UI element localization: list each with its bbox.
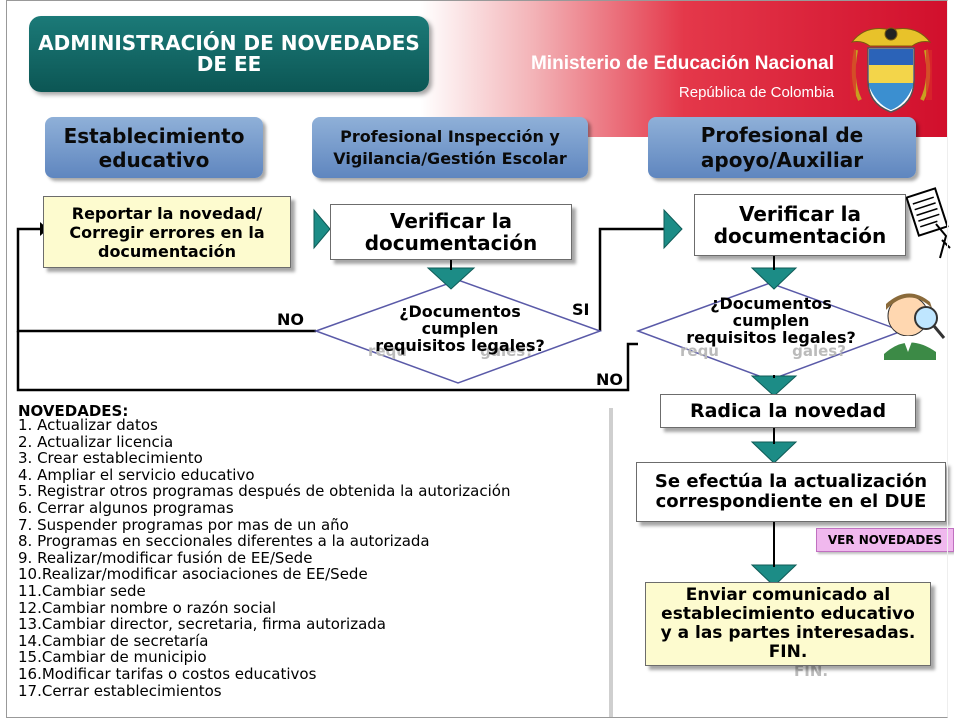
novedad-item: 14.Cambiar de secretaría [18, 631, 209, 650]
decision-2-line-3: requisitos legales? [686, 328, 856, 347]
arrow-report-to-verify [313, 208, 331, 250]
verify2-line-1: Verificar la [738, 202, 862, 226]
step-verificar-2: Verificar la documentación [694, 194, 906, 256]
lane-2-line-1: Profesional Inspección y [340, 126, 560, 146]
decision-2-shadow: requ gales? [680, 342, 846, 360]
send-line-4: FIN. [768, 642, 808, 662]
label-no-2: NO [596, 370, 623, 389]
send-line-2: establecimiento educativo [661, 604, 915, 624]
arrow-si-to-verify2 [663, 208, 683, 250]
verify1-line-2: documentación [364, 231, 538, 255]
lane-header-profesional-inspeccion: Profesional Inspección y Vigilancia/Gest… [312, 117, 588, 178]
decision-2-text: ¿Documentos cumplen requisitos legales? [662, 295, 880, 346]
novedad-item: 3. Crear establecimiento [18, 449, 203, 468]
step-radica-novedad: Radica la novedad [660, 394, 916, 428]
send-line-3: y a las partes interesadas. [660, 623, 916, 643]
decision-1-line-2: cumplen [421, 319, 499, 338]
novedad-item: 9. Realizar/modificar fusión de EE/Sede [18, 548, 313, 567]
novedad-item: 8. Programas en seccionales diferentes a… [18, 532, 430, 551]
step-verificar-1: Verificar la documentación [330, 204, 572, 260]
step-actualizacion-due: Se efectúa la actualización correspondie… [636, 462, 946, 522]
novedad-item: 16.Modificar tarifas o costos educativos [18, 665, 317, 683]
novedad-item: 4. Ampliar el servicio educativo [18, 465, 255, 484]
lane-3-line-1: Profesional de [700, 122, 864, 147]
update-line-2: correspondiente en el DUE [655, 491, 927, 512]
novedad-item: 17.Cerrar establecimientos [18, 681, 222, 700]
title-line-2: DE EE [196, 52, 262, 76]
lane-header-establecimiento: Establecimiento educativo [45, 117, 263, 178]
verify1-line-1: Verificar la [389, 209, 513, 233]
arrow-verify2-down [750, 267, 798, 290]
clipboard-icon [906, 187, 951, 259]
lane-2-line-2: Vigilancia/Gestión Escolar [333, 148, 567, 168]
label-si: SI [572, 300, 590, 319]
ver-novedades-button[interactable]: VER NOVEDADES [816, 528, 954, 552]
send-shadow: FIN. [794, 662, 829, 680]
connector-no-2 [16, 331, 638, 392]
report-line-2: Corregir errores en la [69, 222, 265, 242]
novedades-title: NOVEDADES: [18, 402, 129, 420]
inspector-icon [884, 293, 946, 360]
title-box: ADMINISTRACIÓN DE NOVEDADES DE EE [29, 16, 429, 92]
novedad-item: 2. Actualizar licencia [18, 432, 174, 451]
report-line-1: Reportar la novedad/ [71, 203, 263, 223]
decision-2-line-1: ¿Documentos [710, 294, 832, 313]
novedad-item: 13.Cambiar director, secretaria, firma a… [18, 615, 386, 634]
decision-1-text: ¿Documentos cumplen requisitos legales? [350, 303, 570, 354]
novedad-item: 15.Cambiar de municipio [18, 648, 207, 667]
novedad-item: 11.Cambiar sede [18, 582, 146, 600]
lane-1-line-1: Establecimiento [63, 123, 245, 148]
lane-3-line-2: apoyo/Auxiliar [700, 147, 864, 172]
decision-2-line-2: cumplen [732, 311, 810, 330]
step-enviar-comunicado: Enviar comunicado al establecimiento edu… [645, 582, 931, 666]
novedad-item: 5. Registrar otros programas después de … [18, 482, 511, 501]
send-line-1: Enviar comunicado al [685, 585, 891, 605]
ministry-name: Ministerio de Educación Nacional [530, 53, 834, 74]
decision-1-line-1: ¿Documentos [399, 302, 521, 321]
radica-label: Radica la novedad [689, 400, 887, 422]
verify2-line-2: documentación [713, 224, 887, 248]
update-line-1: Se efectúa la actualización [654, 471, 928, 492]
label-no-1: NO [277, 310, 304, 329]
novedad-item: 10.Realizar/modificar asociaciones de EE… [18, 565, 368, 584]
novedad-item: 6. Cerrar algunos programas [18, 499, 234, 517]
connector-si [598, 227, 668, 331]
decision-1-line-3: requisitos legales? [375, 336, 545, 355]
connector-no-1 [16, 227, 316, 333]
novedad-item: 1. Actualizar datos [18, 416, 158, 434]
lane-1-line-2: educativo [98, 147, 210, 172]
country-name: República de Colombia [678, 84, 834, 101]
decision-1-shadow: requ gales? [368, 342, 534, 360]
step-reportar-novedad: Reportar la novedad/ Corregir errores en… [43, 196, 291, 268]
novedades-panel [13, 408, 613, 718]
lane-header-profesional-apoyo: Profesional de apoyo/Auxiliar [648, 117, 916, 178]
novedad-item: 7. Suspender programas por mas de un año [18, 515, 349, 534]
arrow-radica-down [750, 441, 798, 464]
coat-of-arms-icon [850, 27, 932, 113]
arrow-decision2-down [750, 375, 798, 397]
report-line-3: documentación [97, 241, 237, 261]
novedad-item: 12.Cambiar nombre o razón social [18, 598, 276, 617]
decision-diamond-1 [313, 279, 603, 384]
title-line-1: ADMINISTRACIÓN DE NOVEDADES [38, 31, 420, 55]
